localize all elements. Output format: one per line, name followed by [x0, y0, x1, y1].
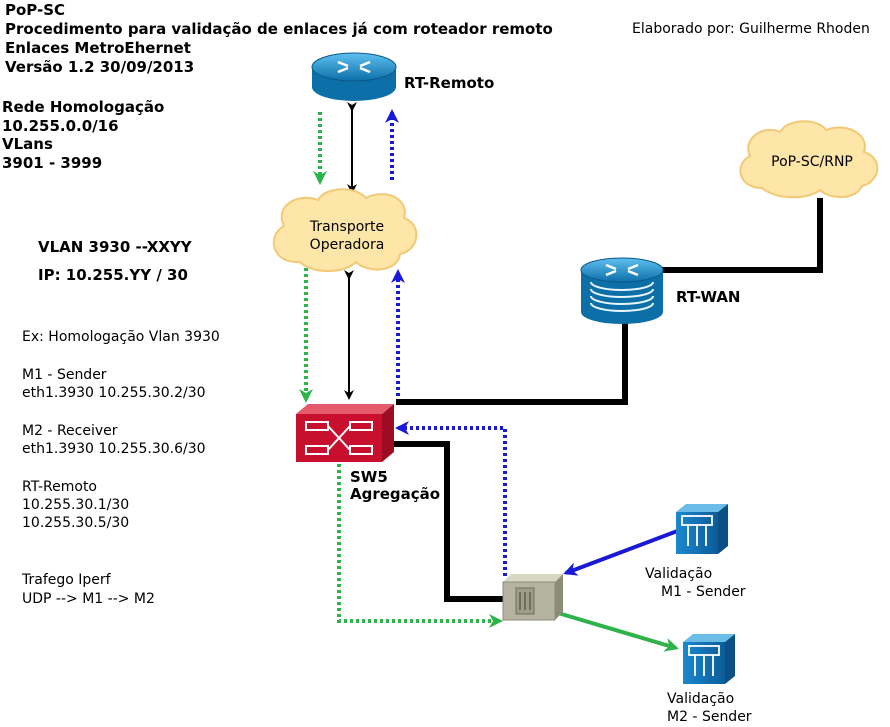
title-line-3: Enlaces MetroEhernet	[5, 39, 191, 57]
network-line-3: VLans	[2, 135, 53, 153]
validacao-m1-label-2: M1 - Sender	[661, 584, 746, 600]
transporte-label-2: Operadora	[310, 237, 385, 253]
validacao-m1-label-1: Validação	[645, 566, 712, 582]
rt-remoto-address-1: 10.255.30.1/30	[22, 497, 130, 513]
traffic-label: Trafego Iperf	[22, 572, 111, 588]
title-line-1: PoP-SC	[5, 1, 66, 19]
traffic-flow: UDP --> M1 --> M2	[22, 591, 155, 607]
rt-wan-label: RT-WAN	[676, 288, 741, 306]
validacao-m2-label-2: M2 - Sender	[667, 709, 752, 725]
wan-link	[390, 198, 823, 602]
rt-remoto-label: RT-Remoto	[404, 74, 494, 92]
blue-flow	[385, 109, 507, 576]
transporte-label-1: Transporte	[309, 219, 384, 235]
pop-rnp-label: PoP-SC/RNP	[771, 154, 853, 170]
author-credit: Elaborado por: Guilherme Rhoden	[632, 21, 870, 37]
green-flow	[299, 112, 503, 628]
sw5-label-1: SW5	[350, 468, 388, 486]
m2-link	[557, 611, 679, 652]
pop-rnp-cloud-icon	[739, 120, 879, 199]
network-line-1: Rede Homologação	[2, 98, 165, 116]
rt-remoto-label: RT-Remoto	[22, 479, 97, 495]
transporte-cloud-icon	[272, 188, 418, 272]
m2-address: eth1.3930 10.255.30.6/30	[22, 441, 206, 457]
rt-remoto-address-2: 10.255.30.5/30	[22, 515, 130, 531]
m1-address: eth1.3930 10.255.30.2/30	[22, 385, 206, 401]
network-line-4: 3901 - 3999	[2, 154, 103, 172]
rt-wan-router-icon	[580, 257, 664, 324]
validacao-m2-label-1: Validação	[667, 691, 734, 707]
title-line-4: Versão 1.2 30/09/2013	[5, 58, 195, 76]
ip-line: IP: 10.255.YY / 30	[38, 266, 188, 284]
vlan-line: VLAN 3930 --XXYY	[38, 238, 192, 256]
example-heading: Ex: Homologação Vlan 3930	[22, 329, 220, 345]
m1-label: M1 - Sender	[22, 367, 107, 383]
validacao-m1-host-icon	[676, 504, 728, 554]
sw5-label-2: Agregação	[350, 485, 440, 503]
network-line-2: 10.255.0.0/16	[2, 117, 119, 135]
rt-remoto-router-icon	[311, 52, 397, 101]
access-switch-icon	[502, 574, 563, 621]
m2-label: M2 - Receiver	[22, 423, 118, 439]
title-line-2: Procedimento para validação de enlaces j…	[5, 20, 553, 38]
m1-link	[563, 528, 681, 576]
sw5-switch-icon	[296, 404, 394, 462]
validacao-m2-host-icon	[683, 634, 735, 684]
